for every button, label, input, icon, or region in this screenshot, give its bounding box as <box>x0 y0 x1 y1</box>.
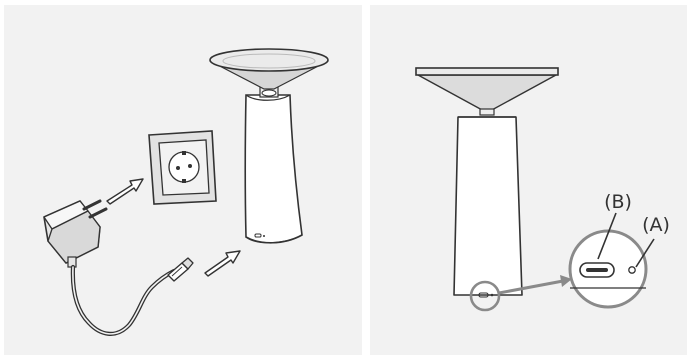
callout-label-a: (A) <box>642 214 670 236</box>
charger-adapter <box>43 199 108 268</box>
arrow-to-lamp-icon <box>204 250 241 277</box>
port-highlight-circle <box>469 280 501 312</box>
lamp-shade <box>415 67 559 116</box>
charging-setup-illustration <box>43 48 329 336</box>
port-magnifier <box>568 229 648 309</box>
lamp <box>209 48 329 244</box>
lamp-body <box>453 116 523 296</box>
right-panel: (B) (A) <box>370 5 687 355</box>
callout-label-b: (B) <box>604 191 632 213</box>
usb-cable <box>70 257 194 336</box>
lamp-ports-illustration: (B) (A) <box>415 67 670 312</box>
magnify-connector <box>498 275 572 295</box>
callout-leaders <box>597 212 655 268</box>
wall-socket <box>148 130 217 205</box>
arrow-to-socket-icon <box>106 178 144 205</box>
left-panel <box>4 5 362 355</box>
